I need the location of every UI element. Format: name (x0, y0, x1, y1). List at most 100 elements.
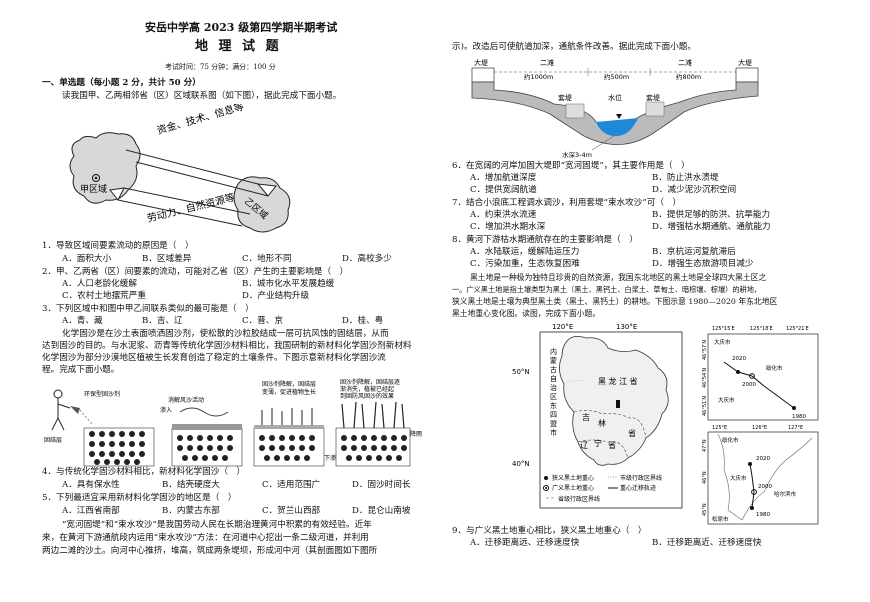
q1-option-a[interactable]: A．面积大小 (62, 254, 112, 264)
region-a-shape (69, 132, 141, 204)
inset-bottom-lat-1: 47°N (702, 439, 708, 452)
prov-nm-8: 四 (550, 411, 557, 419)
prov-jl-1: 吉 (582, 413, 590, 422)
flow-arrow-top-head (256, 183, 277, 197)
q9-option-a[interactable]: A．迁移距离远、迁移速度快 (470, 538, 580, 548)
inset-bottom-lon-2: 126°E (752, 425, 767, 431)
inset-bottom-city-2: 大庆市 (730, 474, 747, 482)
prov-ln-1: 辽 (580, 441, 588, 450)
worker-figure (51, 389, 93, 431)
inset-top-lat-2: 46°54′N (702, 368, 708, 388)
capital-marker-icon (92, 174, 100, 182)
lat-40-label: 40°N (512, 460, 530, 468)
q7-stem: 7．结合小浪底工程调水调沙，利用套堤“束水攻沙”可（ ） (452, 198, 682, 208)
inset-bottom-city-4: 松原市 (712, 515, 729, 523)
flow-arrow-top (125, 149, 259, 185)
q5-option-a[interactable]: A．江西省南部 (62, 506, 120, 516)
inset-top-lon-2: 125°18′E (750, 326, 773, 332)
inset-top-lon-3: 125°21′E (786, 326, 809, 332)
exam-title: 安岳中学高 2023 级第四学期半期考试 (145, 21, 338, 34)
legend-broad: 广义黑土地重心 (552, 484, 594, 492)
dike-left-label: 大堤 (474, 58, 488, 67)
dist1-label: 约1000m (524, 72, 553, 81)
q4-option-a[interactable]: A．具有保水性 (62, 480, 120, 490)
sand-label-wind: 消解风沙活动 (168, 396, 204, 404)
sand-label-agent: 环保型固沙剂 (84, 390, 120, 398)
prov-nm-5: 治 (550, 383, 557, 392)
inset-top-year-1: 2020 (732, 356, 746, 362)
city-boundary (563, 380, 587, 385)
q6-option-b[interactable]: B．防止洪水溃堤 (652, 173, 719, 183)
inset-bottom-city-1: 绥化市 (722, 436, 739, 444)
inset-bottom-year-2: 2000 (758, 484, 772, 490)
passage-sand-line-2: 达到固沙的目的。与水泥浆、沥青等传统化学固沙材料相比，我国研制的新材料化学固沙剂… (42, 341, 412, 351)
q8-option-b[interactable]: B．京杭运河复航滞后 (652, 247, 736, 257)
q8-option-a[interactable]: A．水陆联运，缓解陆运压力 (470, 247, 580, 257)
q7-option-c[interactable]: C．增加洪水期水深 (470, 222, 546, 232)
province-boundary-2 (577, 439, 629, 459)
q3-option-a[interactable]: A．青、藏 (62, 316, 103, 326)
q1-option-d[interactable]: D．高校多少 (342, 254, 392, 264)
section-intro: 读我国甲、乙两相邻省（区）区域联系图（如下图），据此完成下面小题。 (62, 91, 342, 101)
q6-option-c[interactable]: C．提供宽阔航道 (470, 185, 537, 195)
q8-option-c[interactable]: C．污染加重，生态恢复困难 (470, 259, 580, 269)
q5-option-d[interactable]: D．昆仑山南坡 (352, 506, 411, 516)
q1-stem: 1．导致区域间要素流动的原因是（ ） (42, 241, 194, 251)
sand-label-stage2a: 固沙剂降解，固结层 (262, 380, 316, 388)
soil-block-4 (335, 401, 411, 467)
subject-title: 地 理 试 题 (195, 39, 282, 54)
q4-option-c[interactable]: C．适用范围广 (262, 480, 321, 490)
flow-arrow-bottom-head (109, 187, 125, 201)
sand-label-seep: 下渗 (324, 454, 336, 462)
q2-option-a[interactable]: A．人口老龄化缓解 (62, 279, 137, 289)
section-heading: 一、单选题（每小题 2 分，共计 50 分） (42, 78, 201, 88)
legend-prov-boundary: 省级行政区界线 (558, 495, 600, 503)
passage-blacksoil-line-2: 一。广义黑土地是指土壤类型为黑土（黑土、黑钙土、白浆土、草甸土、暗棕壤、棕壤）的… (452, 285, 762, 294)
prov-nm-2: 蒙 (550, 356, 557, 365)
q5-option-c[interactable]: C．贺兰山西部 (262, 506, 321, 516)
q8-option-d[interactable]: D．增强生态旅游项目减少 (652, 259, 754, 269)
inset-bottom-lat-3: 45°N (702, 503, 708, 516)
flow-arrow-bottom-2 (117, 199, 243, 227)
q1-option-c[interactable]: C．地形不同 (242, 254, 292, 264)
q1-option-b[interactable]: B．区域差异 (142, 254, 192, 264)
q7-option-d[interactable]: D．增强枯水期通航、通航能力 (652, 222, 771, 232)
dike-right-label: 大堤 (738, 58, 752, 67)
center-marker (616, 400, 620, 408)
river-cross-section: 大堤 大堤 二滩 二滩 约1000m 约500m 约800m 套堤 套堤 水位 … (471, 58, 759, 159)
q6-option-a[interactable]: A．增加航道深度 (470, 173, 537, 183)
q4-option-d[interactable]: D．固沙时间长 (352, 480, 411, 490)
q3-option-c[interactable]: C．晋、京 (242, 316, 283, 326)
prov-ln-2: 宁 (594, 438, 602, 448)
inset-bottom-lon-1: 125°E (712, 425, 727, 431)
q7-option-a[interactable]: A．约束洪水流速 (470, 210, 537, 220)
q6-stem: 6．在宽阔的河岸加固大堤即“宽河固堤”，其主要作用是（ ） (452, 161, 690, 171)
prov-nm-3: 古 (550, 365, 557, 374)
q2-option-b[interactable]: B．城市化水平发展趋缓 (242, 279, 335, 289)
prov-jl-3: 省 (628, 428, 636, 438)
inset-bottom-city-3: 哈尔滨市 (774, 490, 797, 498)
q2-option-c[interactable]: C．农村土地摆荒严重 (62, 291, 146, 301)
inset-bottom-frame (707, 431, 819, 525)
q3-option-d[interactable]: D．桂、粤 (342, 316, 384, 326)
province-boundary (573, 410, 647, 439)
levee-right-label: 套堤 (646, 93, 660, 102)
q6-option-d[interactable]: D．减少泥沙沉积空间 (652, 185, 737, 195)
water-level-marker-icon (616, 114, 622, 119)
inset-top-track (723, 361, 795, 409)
prov-hlj: 黑 龙 江 省 (598, 376, 638, 386)
inset-bottom-track (749, 463, 755, 509)
q3-option-b[interactable]: B．吉、辽 (142, 316, 183, 326)
q2-option-d[interactable]: D．产业结构升级 (242, 291, 310, 301)
q7-option-b[interactable]: B．提供足够的防洪、抗旱能力 (652, 210, 771, 220)
lat-50-label: 50°N (512, 368, 530, 376)
q5-option-b[interactable]: B．内蒙古东部 (162, 506, 220, 516)
lon-130-label: 130°E (616, 323, 637, 331)
inset-top-lat-3: 46°51′N (702, 396, 708, 416)
passage-river-line-1: “宽河固堤”和“束水攻沙”是我国劳动人民在长期治理黄河中积累的有效经验。近年 (62, 520, 372, 530)
q9-option-b[interactable]: B．迁移距离近、迁移速度快 (652, 538, 762, 548)
q4-option-b[interactable]: B．结壳硬度大 (162, 480, 220, 490)
region-link-map: 甲区域 乙区域 资金、技术、信息等 劳动力、自然资源等 (69, 104, 291, 233)
prov-nm-10: 市 (550, 428, 557, 437)
passage-river-line-3: 两边二滩的沙土。向河中心推挤，堆高，筑成两条堤坝，形成河中河（其剖面图如下图所 (42, 546, 378, 556)
